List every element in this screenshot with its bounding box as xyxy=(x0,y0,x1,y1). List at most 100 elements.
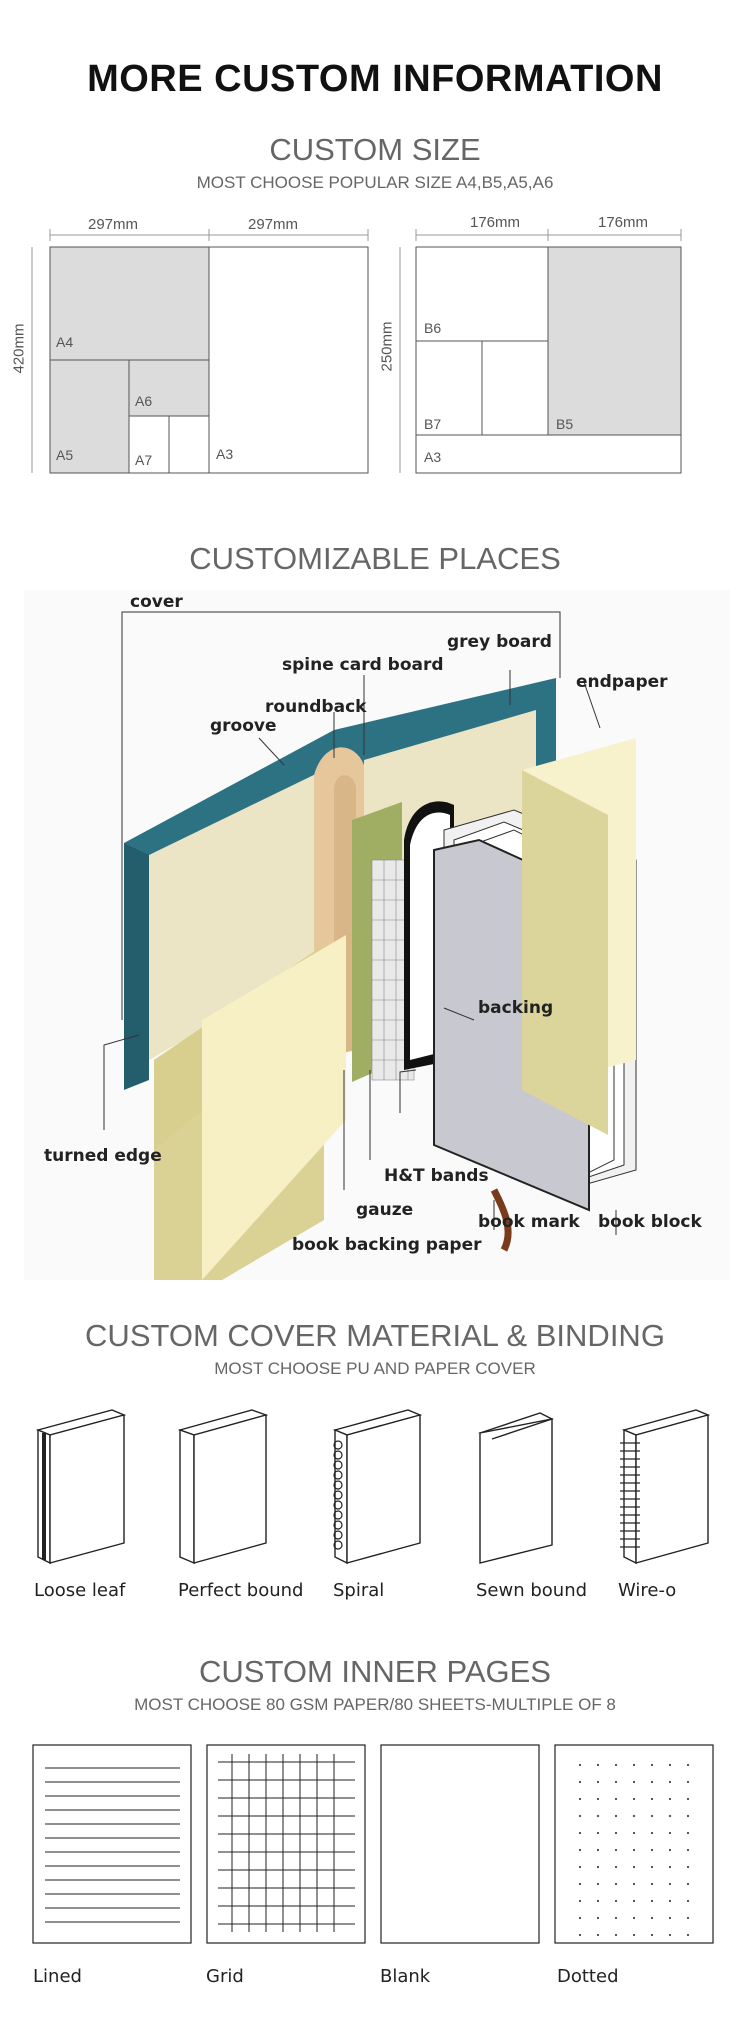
dot xyxy=(596,1865,600,1869)
label-ht-bands: H&T bands xyxy=(384,1166,489,1186)
dot xyxy=(578,1916,582,1920)
dot xyxy=(650,1882,654,1886)
label-b-a3: A3 xyxy=(424,449,442,465)
a-width-left: 297mm xyxy=(88,216,139,233)
dot xyxy=(632,1848,636,1852)
dot xyxy=(614,1882,618,1886)
dot xyxy=(614,1933,618,1937)
label-b5: B5 xyxy=(556,416,574,432)
dot xyxy=(650,1916,654,1920)
label-roundback: roundback xyxy=(265,697,367,717)
binding-title: CUSTOM COVER MATERIAL & BINDING xyxy=(85,1318,665,1353)
dot xyxy=(632,1916,636,1920)
dot xyxy=(668,1814,672,1818)
dot xyxy=(686,1848,690,1852)
dot xyxy=(632,1831,636,1835)
dot xyxy=(632,1933,636,1937)
a-series-diagram xyxy=(49,246,369,474)
label-book-block: book block xyxy=(598,1212,702,1232)
dot xyxy=(686,1865,690,1869)
page-label-grid: Grid xyxy=(206,1966,244,1987)
dot xyxy=(650,1831,654,1835)
dot xyxy=(632,1814,636,1818)
sewn-bound-book-icon xyxy=(478,1412,554,1564)
b-height: 250mm xyxy=(378,321,396,372)
label-a4: A4 xyxy=(56,334,74,350)
label-endpaper: endpaper xyxy=(576,672,668,692)
dot xyxy=(668,1882,672,1886)
dot xyxy=(632,1882,636,1886)
dot xyxy=(668,1797,672,1801)
customizable-places-title: CUSTOMIZABLE PLACES xyxy=(189,541,561,576)
dot xyxy=(614,1797,618,1801)
dot xyxy=(668,1763,672,1767)
dot xyxy=(632,1763,636,1767)
label-backing: backing xyxy=(478,998,554,1018)
dot xyxy=(578,1848,582,1852)
dot xyxy=(614,1763,618,1767)
dot xyxy=(596,1814,600,1818)
dotted-page-sample xyxy=(554,1744,714,1944)
dot xyxy=(650,1848,654,1852)
binding-label-spiral: Spiral xyxy=(333,1580,385,1601)
dot xyxy=(650,1780,654,1784)
page-label-dotted: Dotted xyxy=(557,1966,619,1987)
label-book-backing-paper: book backing paper xyxy=(292,1235,482,1255)
dot xyxy=(686,1882,690,1886)
dot xyxy=(596,1797,600,1801)
dot xyxy=(596,1848,600,1852)
dot xyxy=(596,1933,600,1937)
paper-size-diagrams xyxy=(31,229,682,474)
b-width-right: 176mm xyxy=(598,214,649,231)
page-title: MORE CUSTOM INFORMATION xyxy=(87,58,663,100)
b-series-diagram xyxy=(415,246,682,474)
dot xyxy=(686,1780,690,1784)
dot xyxy=(686,1933,690,1937)
dot xyxy=(668,1933,672,1937)
dot xyxy=(650,1797,654,1801)
dot xyxy=(614,1899,618,1903)
label-b6: B6 xyxy=(424,320,442,336)
b-width-left: 176mm xyxy=(470,214,521,231)
dot xyxy=(596,1763,600,1767)
book-anatomy-diagram xyxy=(24,590,730,1280)
dot xyxy=(614,1814,618,1818)
dot xyxy=(668,1865,672,1869)
blank-page-sample xyxy=(380,1744,540,1944)
lined-page-sample xyxy=(32,1744,192,1944)
dot xyxy=(578,1814,582,1818)
dot xyxy=(650,1763,654,1767)
dot xyxy=(578,1763,582,1767)
dot xyxy=(596,1916,600,1920)
dot xyxy=(686,1814,690,1818)
dot xyxy=(614,1831,618,1835)
dot-pattern xyxy=(578,1763,690,1937)
dot xyxy=(614,1865,618,1869)
label-spine-card-board: spine card board xyxy=(282,655,444,675)
inner-pages-title: CUSTOM INNER PAGES xyxy=(199,1654,551,1689)
dot xyxy=(632,1797,636,1801)
dot xyxy=(650,1899,654,1903)
inner-pages-subtitle: MOST CHOOSE 80 GSM PAPER/80 SHEETS-MULTI… xyxy=(134,1695,616,1714)
label-book-mark: book mark xyxy=(478,1212,580,1232)
page-label-lined: Lined xyxy=(33,1966,82,1987)
label-a3: A3 xyxy=(216,446,234,462)
dot xyxy=(614,1848,618,1852)
binding-subtitle: MOST CHOOSE PU AND PAPER COVER xyxy=(214,1359,536,1378)
binding-label-sewn-bound: Sewn bound xyxy=(476,1580,588,1601)
dot xyxy=(668,1831,672,1835)
dot xyxy=(578,1899,582,1903)
label-a5: A5 xyxy=(56,447,74,463)
label-a6: A6 xyxy=(135,393,153,409)
label-gauze: gauze xyxy=(356,1200,414,1220)
dot xyxy=(668,1899,672,1903)
dot xyxy=(668,1848,672,1852)
dot xyxy=(650,1933,654,1937)
dot xyxy=(614,1916,618,1920)
dot xyxy=(632,1865,636,1869)
dot xyxy=(686,1831,690,1835)
binding-icons-row xyxy=(35,1409,711,1565)
dot xyxy=(686,1899,690,1903)
dot xyxy=(596,1780,600,1784)
label-groove: groove xyxy=(210,716,277,736)
